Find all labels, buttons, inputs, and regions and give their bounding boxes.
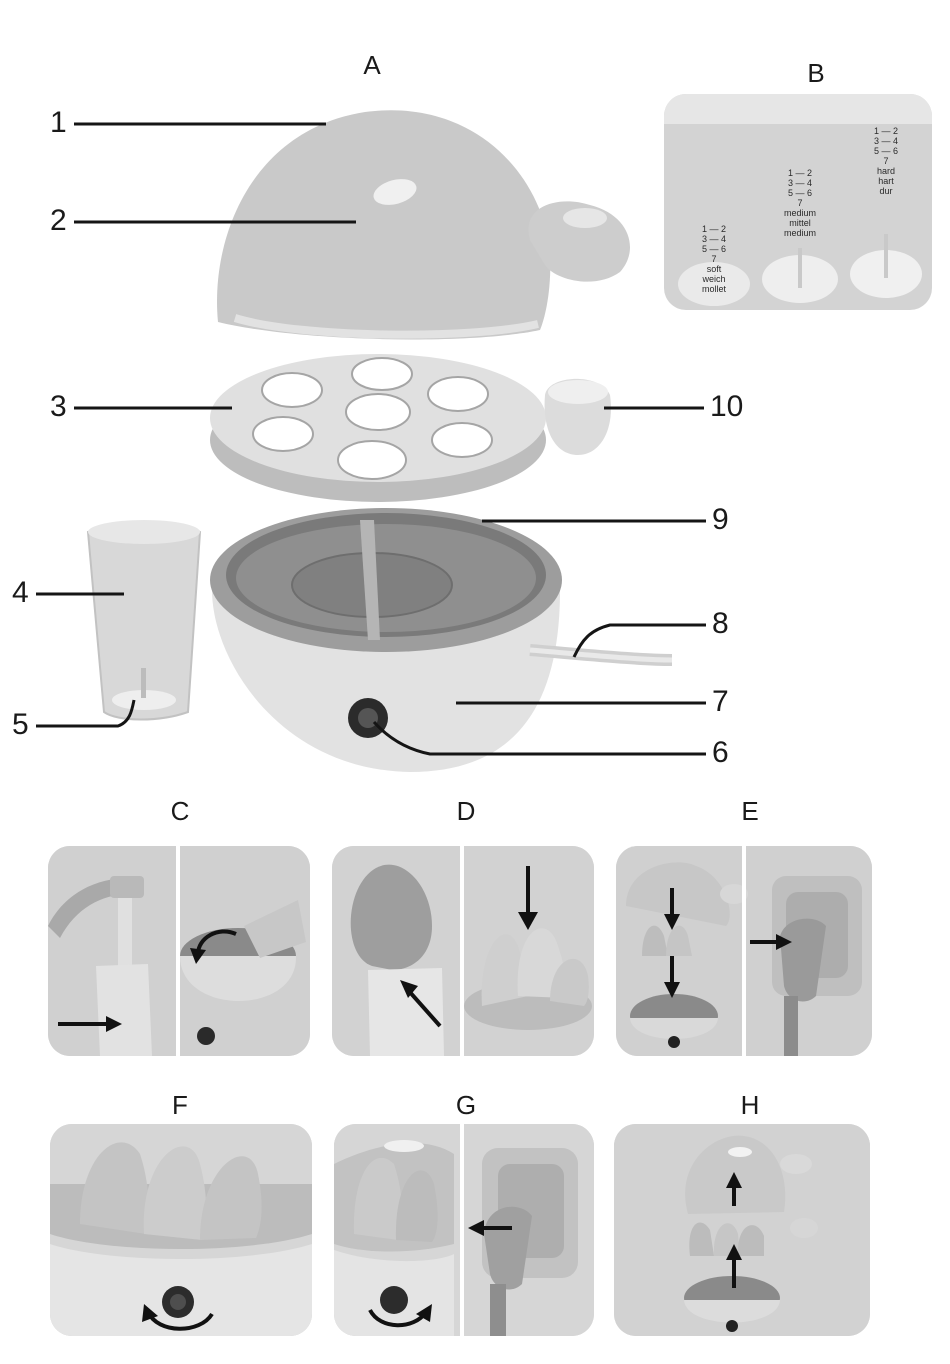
medium-ticks-row-3: 5 — 6 bbox=[768, 188, 832, 198]
section-label-f: F bbox=[160, 1092, 200, 1118]
soft-ticks-row-4: 7 bbox=[684, 254, 744, 264]
soft-scale: 1 — 2 3 — 4 5 — 6 7 soft weich mollet bbox=[684, 224, 744, 294]
medium-label-fr: medium bbox=[768, 228, 832, 238]
step-g-divider bbox=[460, 1124, 464, 1336]
hard-ticks-row-3: 5 — 6 bbox=[856, 146, 916, 156]
section-label-e: E bbox=[730, 798, 770, 824]
part-number-6: 6 bbox=[712, 738, 729, 768]
step-d-divider bbox=[460, 846, 464, 1056]
hard-ticks-row-2: 3 — 4 bbox=[856, 136, 916, 146]
soft-ticks-row-2: 3 — 4 bbox=[684, 234, 744, 244]
medium-ticks-row-4: 7 bbox=[768, 198, 832, 208]
step-h-art bbox=[614, 1124, 870, 1336]
step-g-panel bbox=[334, 1124, 594, 1336]
measuring-cup-detail-panel: 1 — 2 3 — 4 5 — 6 7 soft weich mollet 1 … bbox=[664, 94, 932, 310]
medium-label-de: mittel bbox=[768, 218, 832, 228]
section-label-g: G bbox=[446, 1092, 486, 1118]
part-number-1: 1 bbox=[50, 108, 67, 138]
hard-ticks-row-1: 1 — 2 bbox=[856, 126, 916, 136]
part-number-3: 3 bbox=[50, 392, 67, 422]
base-illustration bbox=[210, 508, 672, 772]
soft-label-de: weich bbox=[684, 274, 744, 284]
soft-ticks-row-3: 5 — 6 bbox=[684, 244, 744, 254]
lid-illustration bbox=[217, 110, 630, 339]
section-label-h: H bbox=[730, 1092, 770, 1118]
medium-ticks-row-2: 3 — 4 bbox=[768, 178, 832, 188]
part-number-7: 7 bbox=[712, 687, 729, 717]
hard-label-en: hard bbox=[856, 166, 916, 176]
soft-label-fr: mollet bbox=[684, 284, 744, 294]
hard-label-fr: dur bbox=[856, 186, 916, 196]
soft-ticks-row-1: 1 — 2 bbox=[684, 224, 744, 234]
section-label-b: B bbox=[796, 60, 836, 86]
part-number-8: 8 bbox=[712, 609, 729, 639]
part-number-2: 2 bbox=[50, 206, 67, 236]
part-number-4: 4 bbox=[12, 578, 29, 608]
part-number-9: 9 bbox=[712, 505, 729, 535]
step-f-art bbox=[50, 1124, 312, 1336]
measuring-cup-illustration bbox=[88, 520, 200, 720]
hard-scale: 1 — 2 3 — 4 5 — 6 7 hard hart dur bbox=[856, 126, 916, 196]
medium-ticks-row-1: 1 — 2 bbox=[768, 168, 832, 178]
step-d-panel bbox=[332, 846, 594, 1056]
medium-label-en: medium bbox=[768, 208, 832, 218]
medium-scale: 1 — 2 3 — 4 5 — 6 7 medium mittel medium bbox=[768, 168, 832, 238]
step-f-panel bbox=[50, 1124, 312, 1336]
hard-ticks-row-4: 7 bbox=[856, 156, 916, 166]
step-c-divider bbox=[176, 846, 180, 1056]
step-e-panel bbox=[616, 846, 872, 1056]
section-label-d: D bbox=[446, 798, 486, 824]
hard-label-de: hart bbox=[856, 176, 916, 186]
step-e-divider bbox=[742, 846, 746, 1056]
step-g-art bbox=[334, 1124, 594, 1336]
soft-label-en: soft bbox=[684, 264, 744, 274]
part-number-10: 10 bbox=[710, 392, 743, 422]
section-label-c: C bbox=[160, 798, 200, 824]
part-number-5: 5 bbox=[12, 710, 29, 740]
egg-tray-illustration bbox=[210, 354, 611, 502]
step-c-panel bbox=[48, 846, 310, 1056]
step-h-panel bbox=[614, 1124, 870, 1336]
